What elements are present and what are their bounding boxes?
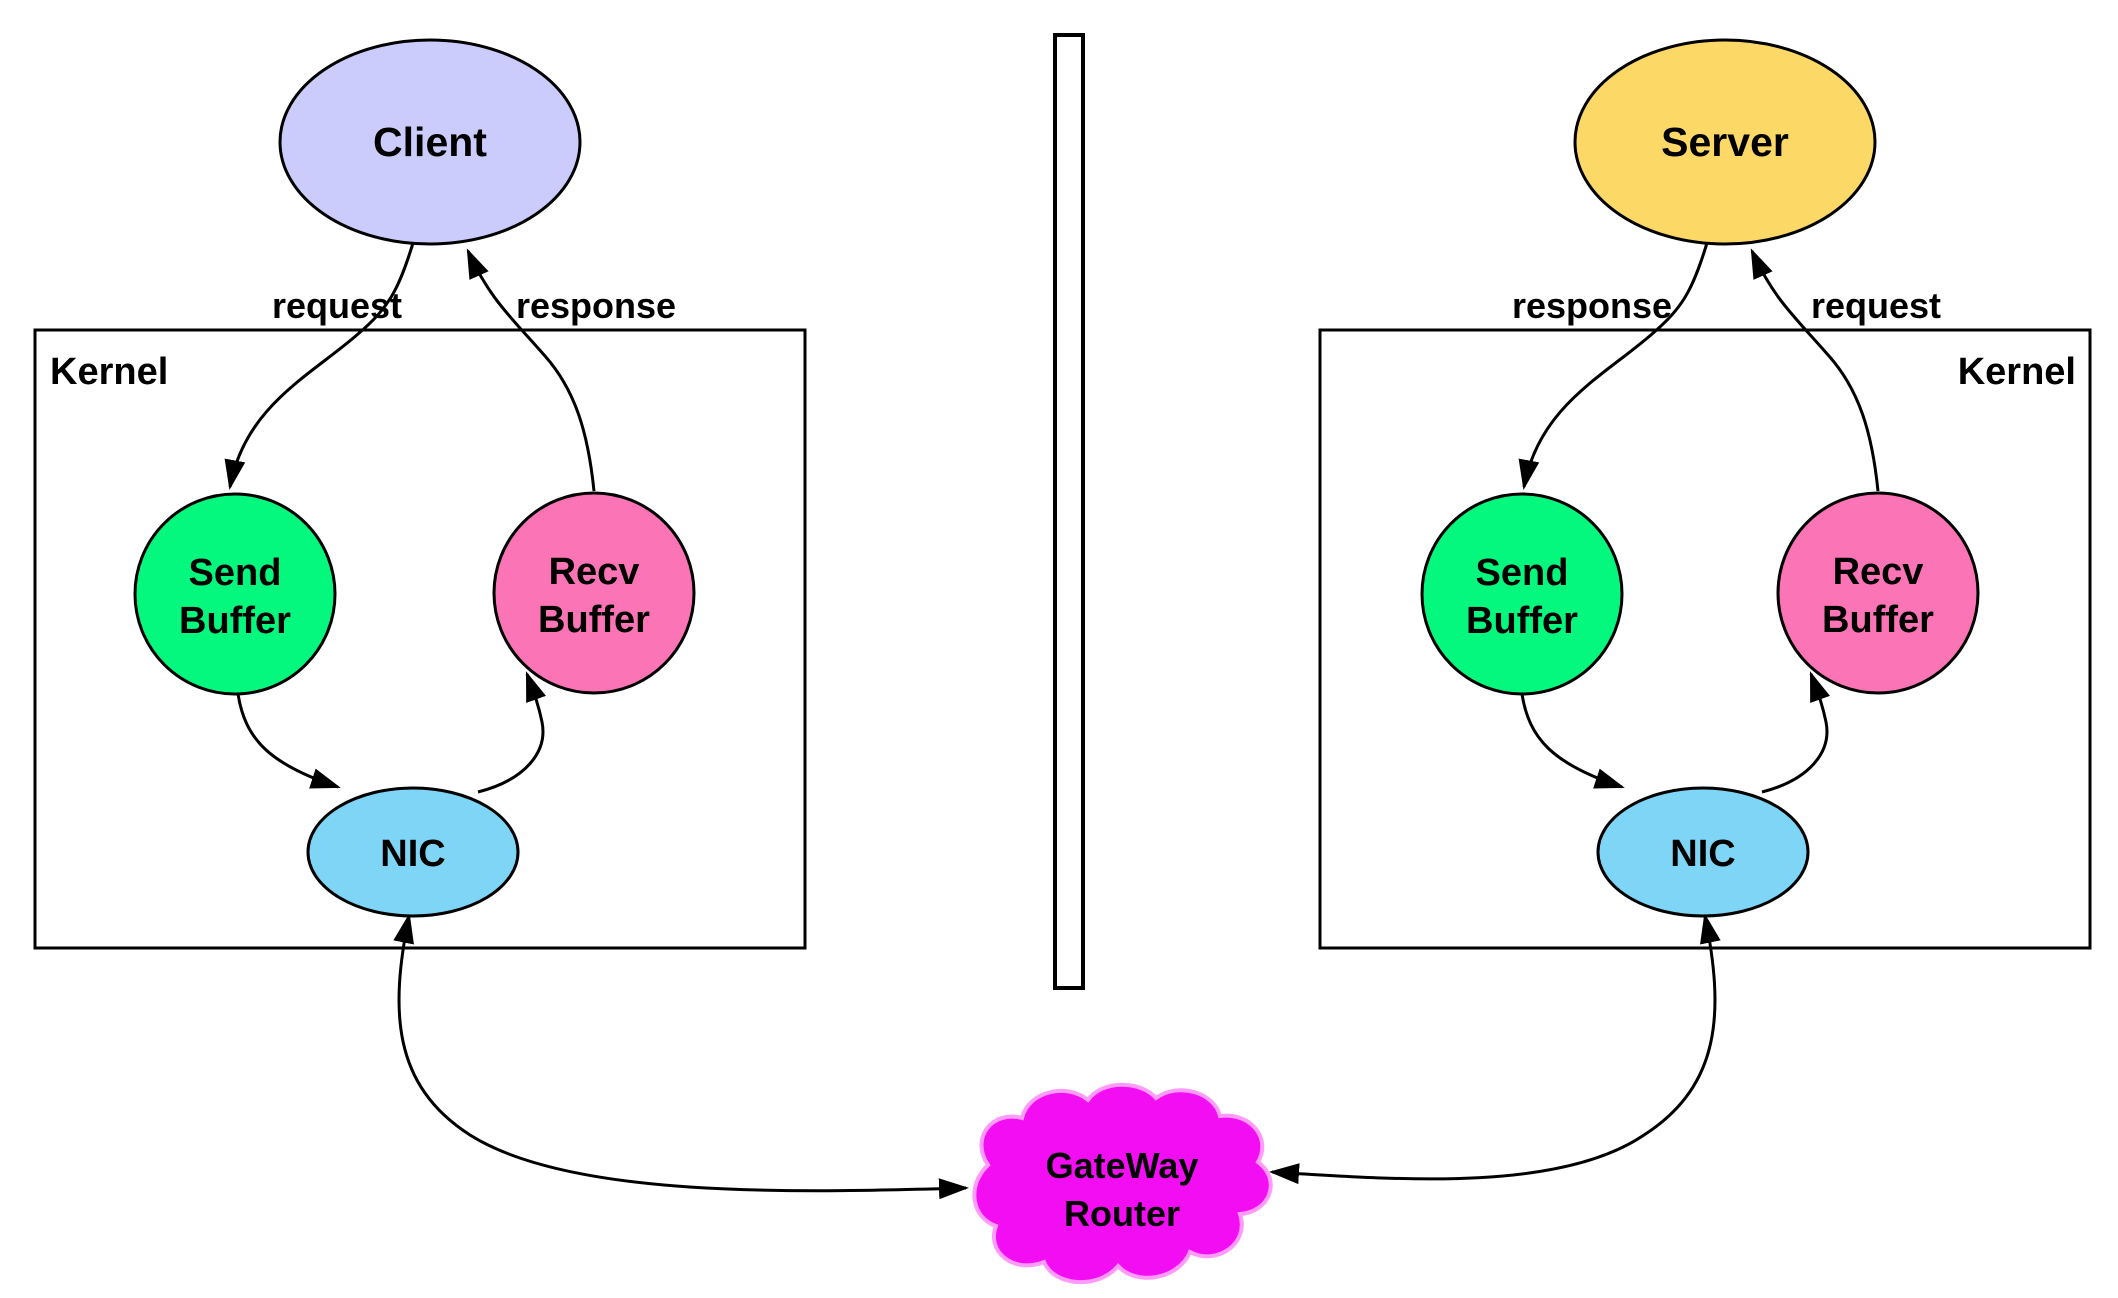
- edge-nic-right-gateway: [1269, 913, 1721, 1185]
- nic-node-right: [1596, 786, 1810, 918]
- edge-recv-buffer-request-to-server: [1750, 248, 1880, 492]
- left-request-label: request: [272, 285, 402, 326]
- gateway-label-line2: Router: [1064, 1193, 1180, 1234]
- client-node: [278, 38, 582, 246]
- recv-buffer-left-label-line1: Recv: [549, 551, 640, 593]
- send-buffer-node-left: [133, 492, 337, 696]
- send-buffer-right-label-line2: Buffer: [1466, 600, 1578, 642]
- edge-client-request-to-send-buffer: [224, 242, 415, 490]
- edge-nic-left-gateway: [393, 913, 969, 1200]
- nic-node-left: [306, 786, 520, 918]
- server-node-label: Server: [1661, 119, 1789, 165]
- divider-bar: [1053, 33, 1085, 990]
- nic-left-label: NIC: [380, 833, 445, 875]
- recv-buffer-right-label-line1: Recv: [1833, 551, 1924, 593]
- gateway-router-cloud: [972, 1082, 1273, 1285]
- recv-buffer-node-left: [492, 491, 696, 695]
- left-response-label: response: [516, 285, 676, 326]
- client-kernel-label: Kernel: [50, 351, 168, 393]
- client-node-label: Client: [373, 119, 487, 165]
- right-request-label: request: [1811, 285, 1941, 326]
- server-node: [1573, 38, 1877, 246]
- recv-buffer-left-label-line2: Buffer: [538, 599, 650, 641]
- send-buffer-right-label-line1: Send: [1476, 552, 1569, 594]
- edge-nic-to-recv-buffer-left: [477, 671, 546, 794]
- edge-send-buffer-to-nic-left: [236, 693, 341, 789]
- nic-right-label: NIC: [1670, 833, 1735, 875]
- edge-nic-to-recv-buffer-right: [1761, 671, 1830, 794]
- server-kernel-label: Kernel: [1958, 351, 2076, 393]
- send-buffer-node-right: [1420, 492, 1624, 696]
- send-buffer-left-label-line1: Send: [189, 552, 282, 594]
- right-response-label: response: [1512, 285, 1672, 326]
- recv-buffer-node-right: [1776, 491, 1980, 695]
- edge-recv-buffer-response-to-client: [466, 248, 596, 492]
- edge-server-response-to-send-buffer: [1518, 242, 1709, 490]
- send-buffer-left-label-line2: Buffer: [179, 600, 291, 642]
- gateway-label-line1: GateWay: [1046, 1145, 1199, 1186]
- edge-send-buffer-to-nic-right: [1520, 693, 1625, 789]
- recv-buffer-right-label-line2: Buffer: [1822, 599, 1934, 641]
